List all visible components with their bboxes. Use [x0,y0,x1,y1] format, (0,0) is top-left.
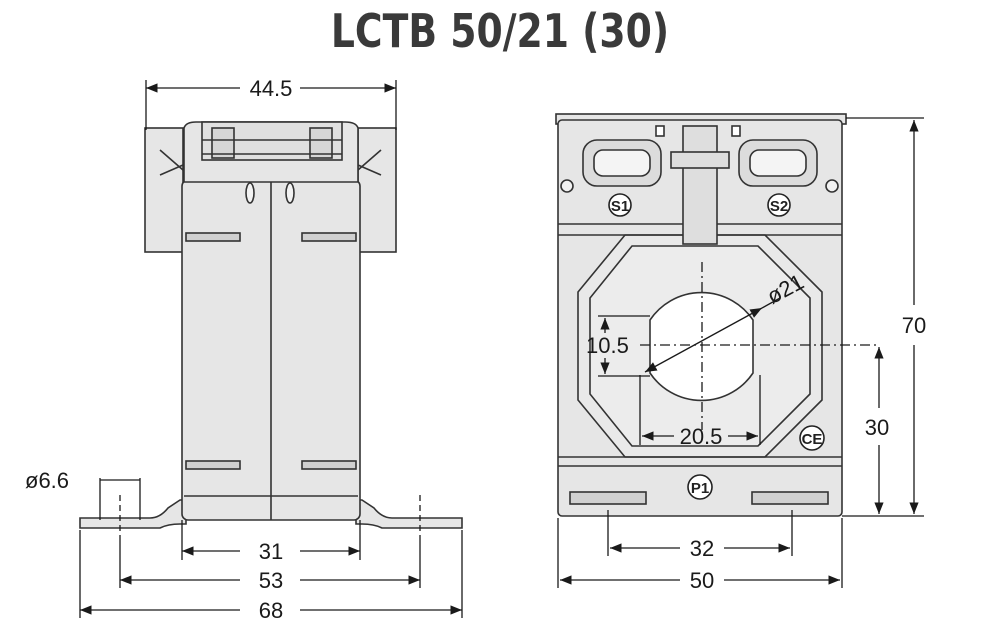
terminal-s2-label: S2 [770,198,788,215]
side-clamp-right [357,127,397,253]
side-clamp-left [144,127,184,253]
terminal-s1-label: S1 [611,198,629,215]
dim-overall-width: 68 [259,598,283,623]
terminal-p1-label: P1 [691,480,709,497]
terminal-markings: S1 S2 P1 CE [608,193,825,500]
dim-width: 50 [690,568,714,593]
front-view [555,113,847,517]
side-view [79,121,463,529]
drawing-title: LCTB 50/21 (30) [330,4,670,58]
dim-center-height: 30 [865,415,889,440]
dim-hole-diameter: ø6.6 [25,468,69,493]
dim-aperture-width: 20.5 [680,424,723,449]
dim-top-width: 44.5 [250,76,293,101]
side-dimensions [79,80,463,618]
center-latch [682,125,718,245]
dim-aperture-flat: 10.5 [586,333,629,358]
front-dimensions [557,117,924,588]
dim-height: 70 [902,313,926,338]
dim-mount-spacing: 32 [690,536,714,561]
mounting-foot-left [79,499,187,529]
dim-body-width: 31 [259,539,283,564]
ce-mark: CE [802,431,823,448]
dim-hole-spacing: 53 [259,568,283,593]
mounting-foot-right [355,499,463,529]
